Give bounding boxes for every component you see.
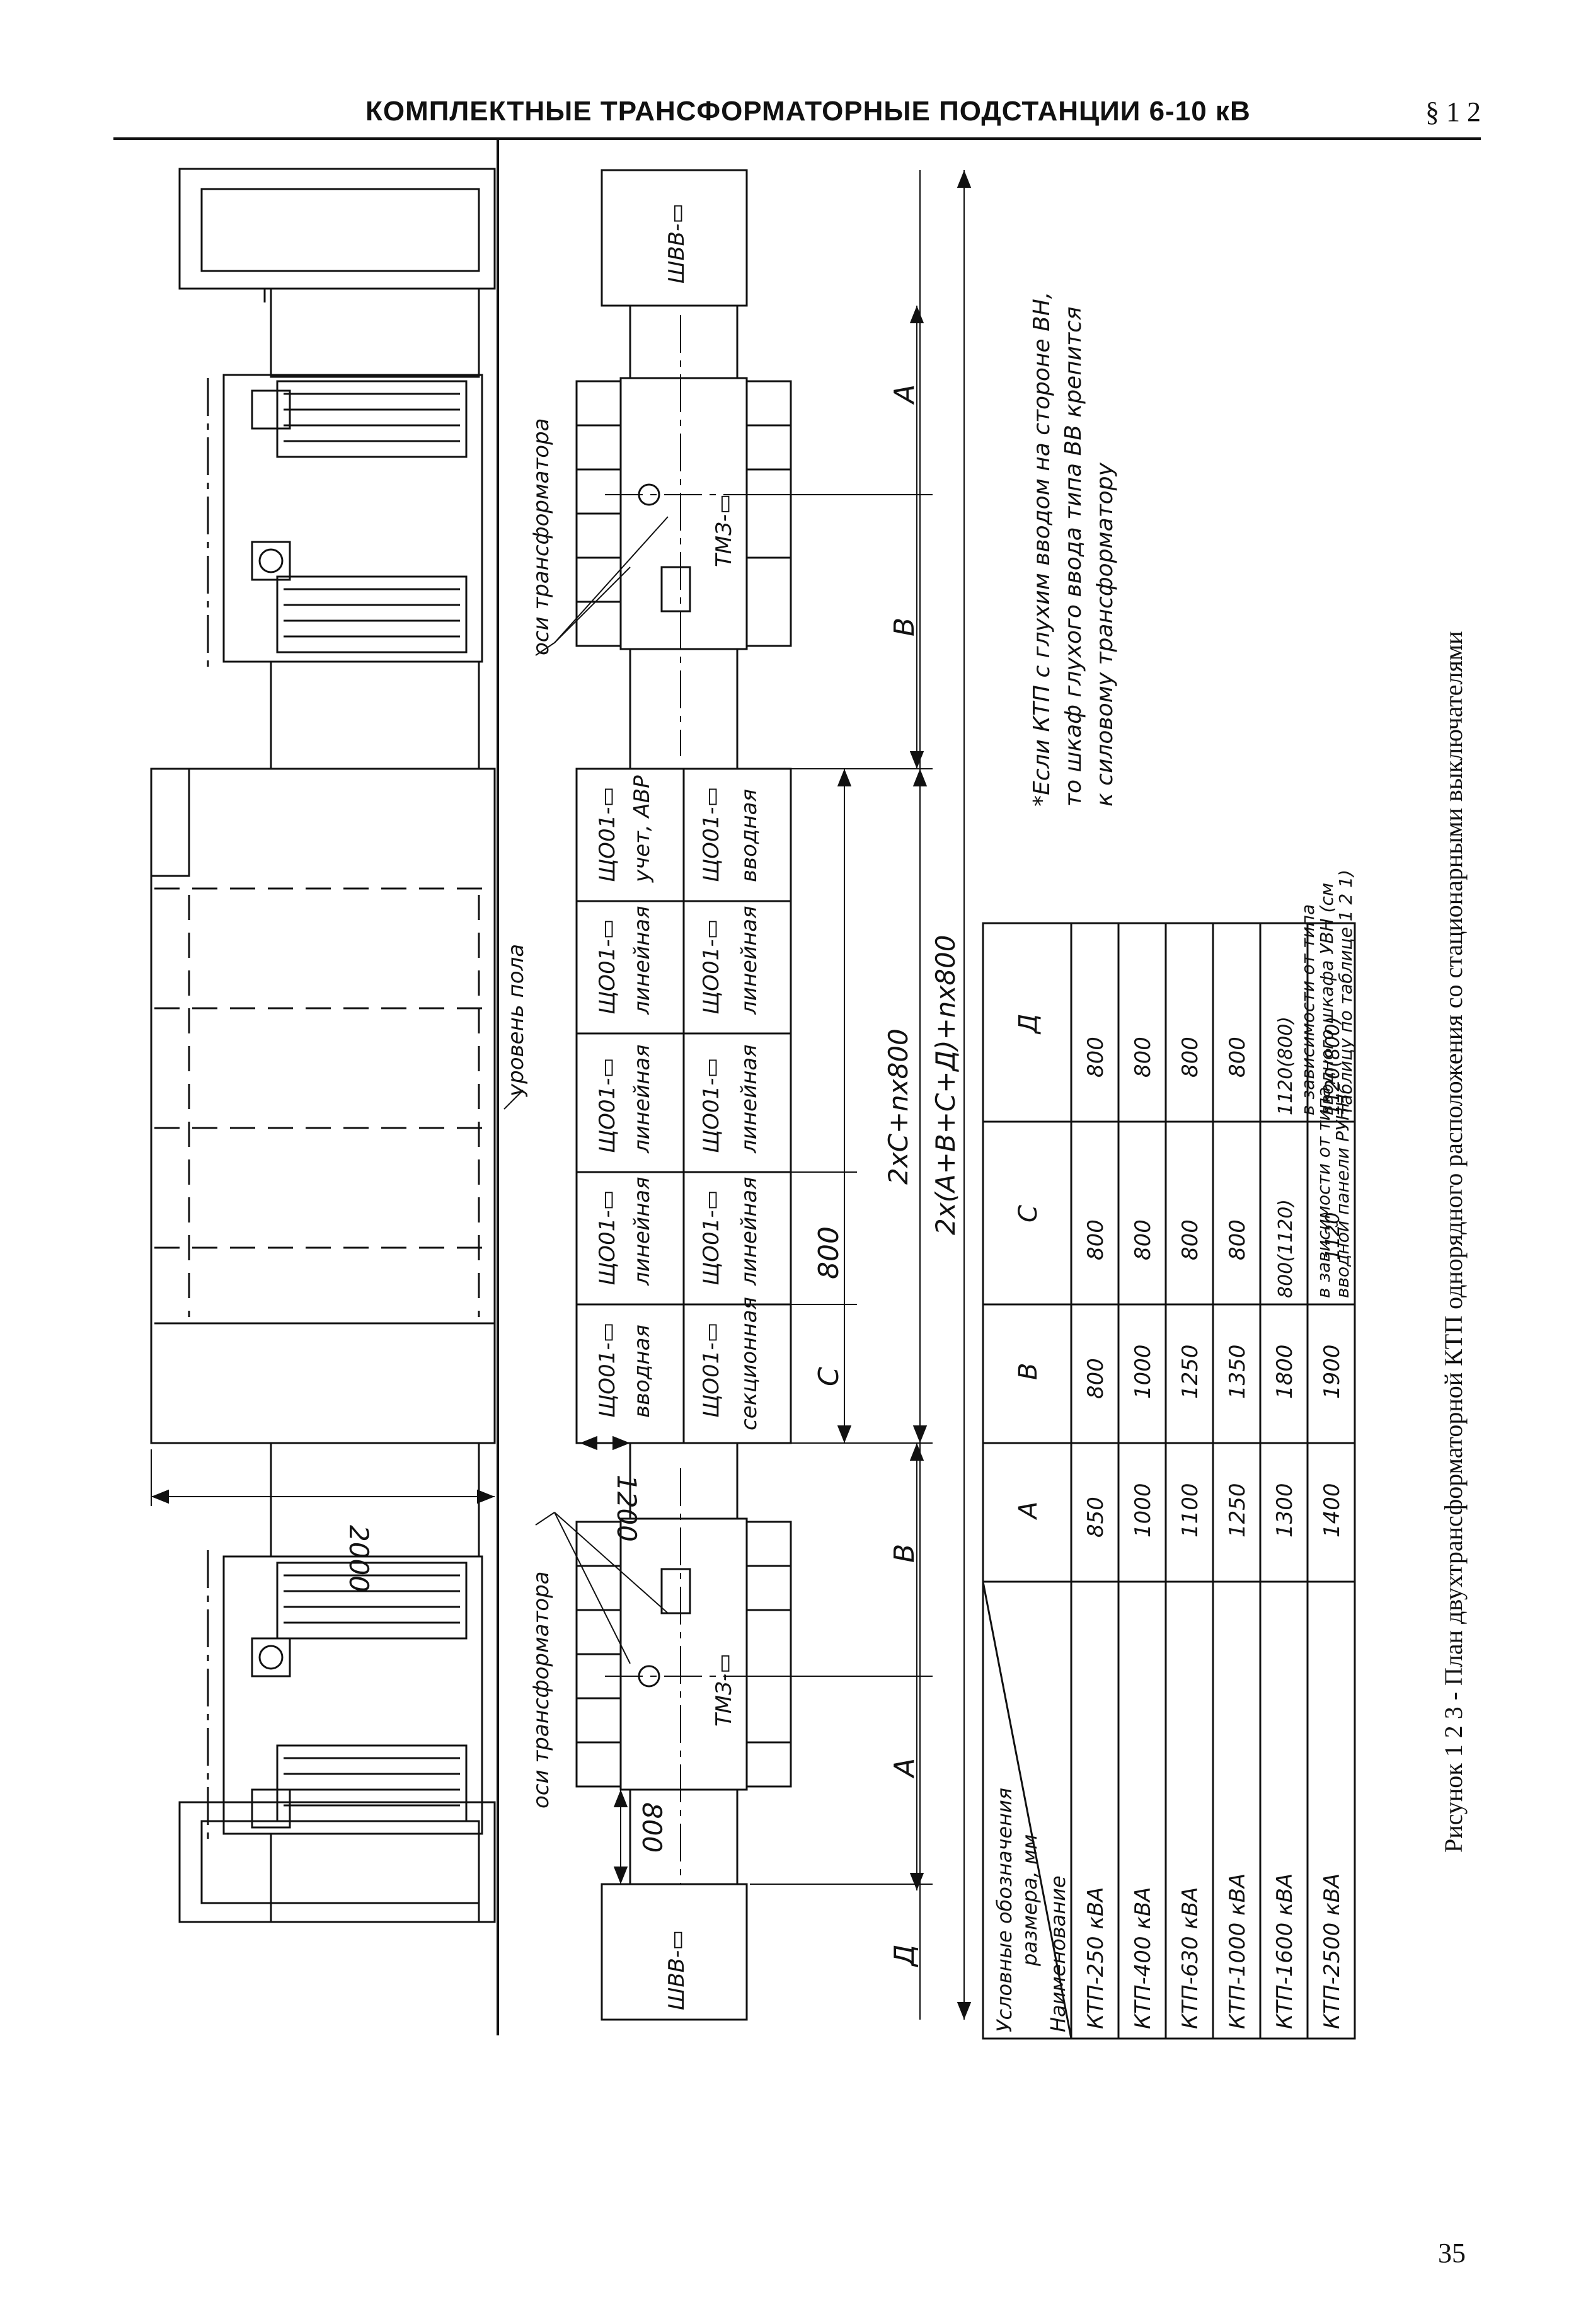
panel-bottom-2-type: линейная (737, 1176, 762, 1286)
table-corner-top2: размера, мм (1018, 1834, 1042, 1967)
panel-bottom-3-type: линейная (737, 1044, 762, 1154)
panel-top-1-code: ЩО01-▭ (595, 1322, 620, 1418)
panel-top-3-code: ЩО01-▭ (595, 1057, 620, 1153)
table-corner-top: Условные обозначения (992, 1788, 1016, 2032)
dim-A-top: А (888, 384, 921, 405)
table-col-C: С (1014, 1205, 1043, 1222)
table-row-name: КТП-2500 кВА (1319, 1873, 1345, 2029)
dim-B-top: В (888, 618, 921, 636)
panel-top-1-type: вводная (630, 1325, 655, 1418)
table-cell-A: 1250 (1225, 1483, 1250, 1538)
table-cell-D: 800 (1225, 1037, 1250, 1078)
table-col-D: Д (1014, 1014, 1043, 1035)
table-row-name: КТП-1600 кВА (1272, 1873, 1297, 2029)
axis-label-bottom: оси трансформатора (529, 1571, 554, 1809)
panel-bottom-4-type: линейная (737, 906, 762, 1015)
dimension-table-rows: КТП-250 кВА 850 800 800 800 КТП-400 кВА … (1083, 1016, 1345, 2029)
table-col-A: А (1014, 1502, 1043, 1521)
page-number: 35 (1438, 2238, 1466, 2269)
header-rule (113, 137, 1481, 140)
panel-top-5-code: ЩО01-▭ (595, 786, 620, 882)
table-cell-D: 800 (1178, 1037, 1203, 1078)
table-row-name: КТП-400 кВА (1130, 1887, 1156, 2029)
dim-800-mid-label: 800 (813, 1226, 845, 1279)
dim-2000-label: 2000 (343, 1525, 374, 1592)
panel-top-2-type: линейная (630, 1176, 655, 1286)
dim-D-bottom: Д (888, 1945, 921, 1967)
table-cell-A: 1400 (1319, 1483, 1345, 1538)
dim-C-label: С (813, 1367, 845, 1386)
hv-cabinet-label-top: ШВВ-▭ (664, 204, 689, 284)
note-line-3: к силовому трансформатору (1092, 463, 1118, 807)
table-cell-B: 1800 (1272, 1344, 1297, 1399)
panel-bottom-4-code: ЩО01-▭ (699, 919, 724, 1015)
table-row-name: КТП-1000 кВА (1225, 1873, 1250, 2029)
dimension-table-grid (982, 922, 1356, 2040)
hv-cabinet-label-bottom: ШВВ-▭ (664, 1930, 689, 2010)
table-cell-C: 1120 (1322, 1212, 1344, 1260)
note-line-1: *Если КТП с глухим вводом на стороне ВН, (1029, 292, 1055, 807)
note-line-2: то шкаф глухого ввода типа ВВ крепится (1061, 306, 1086, 807)
transformer-label-top: ТМЗ-▭ (711, 494, 737, 567)
table-cell-D: 1120(800) (1275, 1016, 1297, 1115)
table-note-C-1: в зависимости от типа (1313, 1087, 1334, 1298)
table-note-D-2: вводного шкафа УВН (см (1316, 883, 1337, 1115)
table-cell-D: 800 (1083, 1037, 1108, 1078)
table-note-C-2: вводной панели РУНН (1332, 1094, 1353, 1298)
table-cell-B: 1350 (1225, 1344, 1250, 1399)
dim-1200-label: 1200 (611, 1475, 642, 1542)
header-title: КОМПЛЕКТНЫЕ ТРАНСФОРМАТОРНЫЕ ПОДСТАНЦИИ … (365, 96, 1251, 127)
dim-B-bottom: В (888, 1544, 921, 1563)
table-cell-A: 850 (1083, 1497, 1108, 1538)
panel-bottom-1-code: ЩО01-▭ (699, 1322, 724, 1418)
panel-top-2-code: ЩО01-▭ (595, 1190, 620, 1286)
figure-caption: Рисунок 1 2 3 - План двухтрансформаторно… (1439, 631, 1468, 1853)
table-cell-D: 800 (1130, 1037, 1156, 1078)
table-cell-A: 1000 (1130, 1483, 1156, 1538)
panel-bottom-1-type: секционная (737, 1297, 762, 1430)
dim-800-left-label: 800 (636, 1802, 667, 1853)
formula-inner: 2хС+nх800 (883, 1028, 914, 1185)
table-cell-B: 1250 (1178, 1344, 1203, 1399)
table-cell-C: 800 (1083, 1219, 1108, 1260)
table-corner-bottom: Наименование (1046, 1875, 1070, 2032)
table-cell-C: 800(1120) (1275, 1199, 1297, 1298)
dim-A-bottom: А (888, 1758, 921, 1779)
table-cell-C: 800 (1178, 1219, 1203, 1260)
table-row-name: КТП-250 кВА (1083, 1887, 1108, 2029)
page-header: КОМПЛЕКТНЫЕ ТРАНСФОРМАТОРНЫЕ ПОДСТАНЦИИ … (113, 96, 1481, 140)
panel-top-3-type: линейная (630, 1044, 655, 1154)
panel-bottom-5-code: ЩО01-▭ (699, 786, 724, 882)
formula-total: 2х(А+В+С+Д)+nх800 (930, 935, 961, 1235)
panel-top-5-type: учет, АВР (630, 775, 655, 883)
transformer-plan-top (554, 315, 792, 756)
table-cell-C: 800 (1225, 1219, 1250, 1260)
axis-label-top: оси трансформатора (529, 418, 554, 655)
table-row-name: КТП-630 кВА (1178, 1887, 1203, 2029)
panel-bottom-3-code: ЩО01-▭ (699, 1057, 724, 1153)
table-cell-A: 1100 (1178, 1483, 1203, 1538)
table-col-B: В (1014, 1363, 1043, 1380)
table-cell-B: 800 (1083, 1358, 1108, 1399)
panel-top-4-code: ЩО01-▭ (595, 919, 620, 1015)
transformer-elevation-bottom (207, 1550, 483, 1840)
panel-bottom-5-type: вводная (737, 789, 762, 882)
header-section: § 1 2 (1425, 96, 1481, 127)
transformer-label-bottom: ТМЗ-▭ (711, 1654, 737, 1727)
panel-bottom-2-code: ЩО01-▭ (699, 1190, 724, 1286)
table-note-D-3: таблицу по таблице 1 2 1) (1335, 870, 1356, 1115)
table-cell-A: 1300 (1272, 1483, 1297, 1538)
table-cell-B: 1900 (1319, 1344, 1345, 1399)
table-cell-C: 800 (1130, 1219, 1156, 1260)
table-cell-B: 1000 (1130, 1344, 1156, 1399)
table-note-D-1: в зависимости от типа (1297, 904, 1318, 1115)
floor-level-label: уровень пола (503, 944, 529, 1097)
lv-switchboard-elevation (150, 768, 496, 1444)
panel-top-4-type: линейная (630, 906, 655, 1015)
transformer-elevation-top (207, 374, 483, 668)
table-cell-D: 1120(800) (1322, 1016, 1344, 1115)
